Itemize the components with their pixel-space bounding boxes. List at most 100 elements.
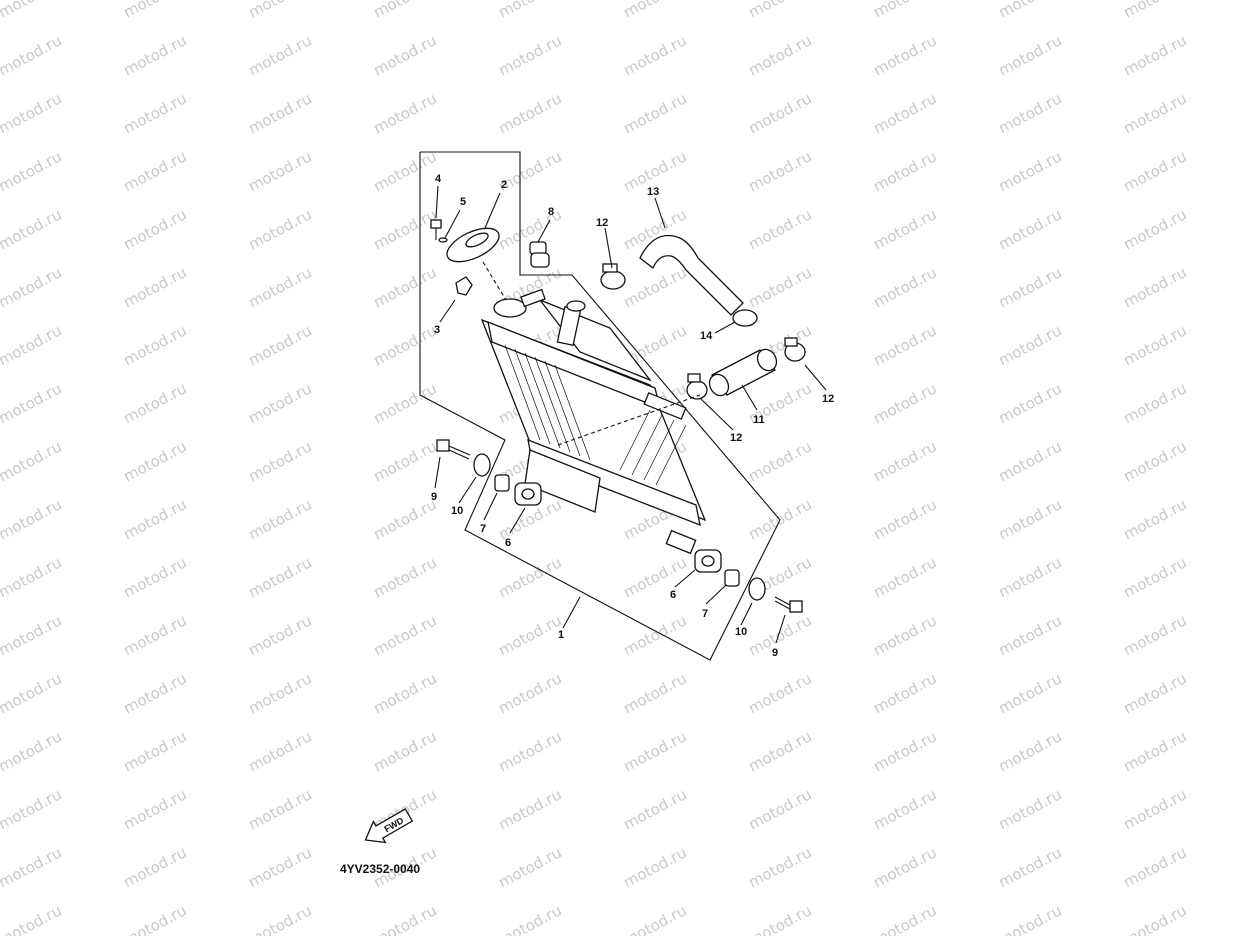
radiator-core (480, 298, 707, 555)
watermark-text: motod.ru (0, 379, 65, 427)
callout-6-left: 6 (505, 537, 511, 549)
watermark-text: motod.ru (245, 31, 314, 79)
watermark-text: motod.ru (495, 611, 564, 659)
watermark-text: motod.ru (370, 31, 439, 79)
watermark-text: motod.ru (0, 611, 65, 659)
callout-7-left: 7 (480, 523, 486, 535)
watermark-text: motod.ru (995, 843, 1064, 891)
watermark-text: motod.ru (245, 785, 314, 833)
watermark-text: motod.ru (245, 147, 314, 195)
watermark-text: motod.ru (0, 321, 65, 369)
watermark-text: motod.ru (620, 901, 689, 936)
watermark-text: motod.ru (870, 379, 939, 427)
watermark-text: motod.ru (995, 263, 1064, 311)
watermark-text: motod.ru (495, 843, 564, 891)
watermark-text: motod.ru (120, 785, 189, 833)
watermark-text: motod.ru (245, 205, 314, 253)
watermark-text: motod.ru (1120, 495, 1189, 543)
watermark-text: motod.ru (870, 843, 939, 891)
hose-clamp-right (784, 337, 806, 362)
watermark-text: motod.ru (620, 727, 689, 775)
watermark-text: motod.ru (870, 205, 939, 253)
watermark-text: motod.ru (1120, 901, 1189, 936)
filler-neck (493, 298, 527, 318)
callout-11: 11 (753, 414, 765, 426)
watermark-text: motod.ru (120, 727, 189, 775)
watermark-text: motod.ru (1120, 669, 1189, 717)
mount-collar-left (494, 474, 510, 492)
watermark-text: motod.ru (0, 669, 65, 717)
mount-washer-right (748, 577, 766, 601)
watermark-text: motod.ru (745, 611, 814, 659)
watermark-text: motod.ru (620, 0, 689, 22)
watermark-text: motod.ru (1120, 147, 1189, 195)
watermark-text: motod.ru (745, 0, 814, 22)
mount-bolt-left (436, 439, 471, 460)
watermark-text: motod.ru (870, 437, 939, 485)
watermark-text: motod.ru (995, 205, 1064, 253)
watermark-text: motod.ru (745, 437, 814, 485)
watermark-text: motod.ru (1120, 31, 1189, 79)
watermark-text: motod.ru (1120, 89, 1189, 137)
callout-9-right: 9 (772, 647, 778, 659)
watermark-text: motod.ru (620, 669, 689, 717)
watermark-text: motod.ru (370, 321, 439, 369)
watermark-text: motod.ru (120, 669, 189, 717)
watermark-text: motod.ru (120, 147, 189, 195)
watermark-text: motod.ru (245, 553, 314, 601)
watermark-text: motod.ru (870, 147, 939, 195)
callout-5: 5 (460, 196, 466, 208)
watermark-text: motod.ru (370, 205, 439, 253)
watermark-text: motod.ru (1120, 263, 1189, 311)
watermark-text: motod.ru (1120, 437, 1189, 485)
watermark-text: motod.ru (0, 0, 65, 22)
watermark-text: motod.ru (745, 89, 814, 137)
watermark-text: motod.ru (495, 727, 564, 775)
watermark-text: motod.ru (120, 263, 189, 311)
radiator-hose-short (708, 348, 778, 397)
callout-10-left: 10 (451, 505, 463, 517)
cap-dashed-line (482, 261, 507, 301)
watermark-text: motod.ru (120, 843, 189, 891)
watermark-text: motod.ru (995, 611, 1064, 659)
watermark-text: motod.ru (870, 785, 939, 833)
callout-6-right: 6 (670, 589, 676, 601)
watermark-text: motod.ru (245, 321, 314, 369)
callout-9-left: 9 (431, 491, 437, 503)
watermark-text: motod.ru (995, 379, 1064, 427)
mount-grommet-right (694, 549, 722, 573)
watermark-text: motod.ru (0, 263, 65, 311)
diagram-code: 4YV2352-0040 (340, 862, 421, 876)
mount-bolt-right (774, 596, 803, 613)
watermark-text: motod.ru (120, 321, 189, 369)
watermark-text: motod.ru (995, 0, 1064, 22)
watermark-text: motod.ru (245, 901, 314, 936)
watermark-text: motod.ru (370, 727, 439, 775)
watermark-text: motod.ru (120, 437, 189, 485)
watermark-text: motod.ru (995, 495, 1064, 543)
mount-washer-left (473, 453, 491, 477)
watermark-text: motod.ru (995, 553, 1064, 601)
watermark-text: motod.ru (0, 727, 65, 775)
watermark-text: motod.ru (1120, 727, 1189, 775)
watermark-text: motod.ru (995, 901, 1064, 936)
watermark-text: motod.ru (370, 147, 439, 195)
watermark-text: motod.ru (620, 89, 689, 137)
hose-clamp-14 (732, 309, 758, 327)
watermark-text: motod.ru (495, 785, 564, 833)
callout-14: 14 (700, 330, 713, 342)
watermark-text: motod.ru (1120, 0, 1189, 22)
watermark-text: motod.ru (370, 263, 439, 311)
assembly-outline (419, 151, 781, 661)
watermark-text: motod.ru (995, 437, 1064, 485)
watermark-text: motod.ru (745, 205, 814, 253)
watermark-text: motod.ru (870, 0, 939, 22)
watermark-text: motod.ru (745, 727, 814, 775)
callout-8: 8 (548, 206, 554, 218)
radiator-hose-upper (639, 234, 744, 316)
watermark-text: motod.ru (370, 89, 439, 137)
watermark-text: motod.ru (370, 611, 439, 659)
watermark-text: motod.ru (495, 669, 564, 717)
watermark-text: motod.ru (870, 901, 939, 936)
watermark-text: motod.ru (245, 379, 314, 427)
